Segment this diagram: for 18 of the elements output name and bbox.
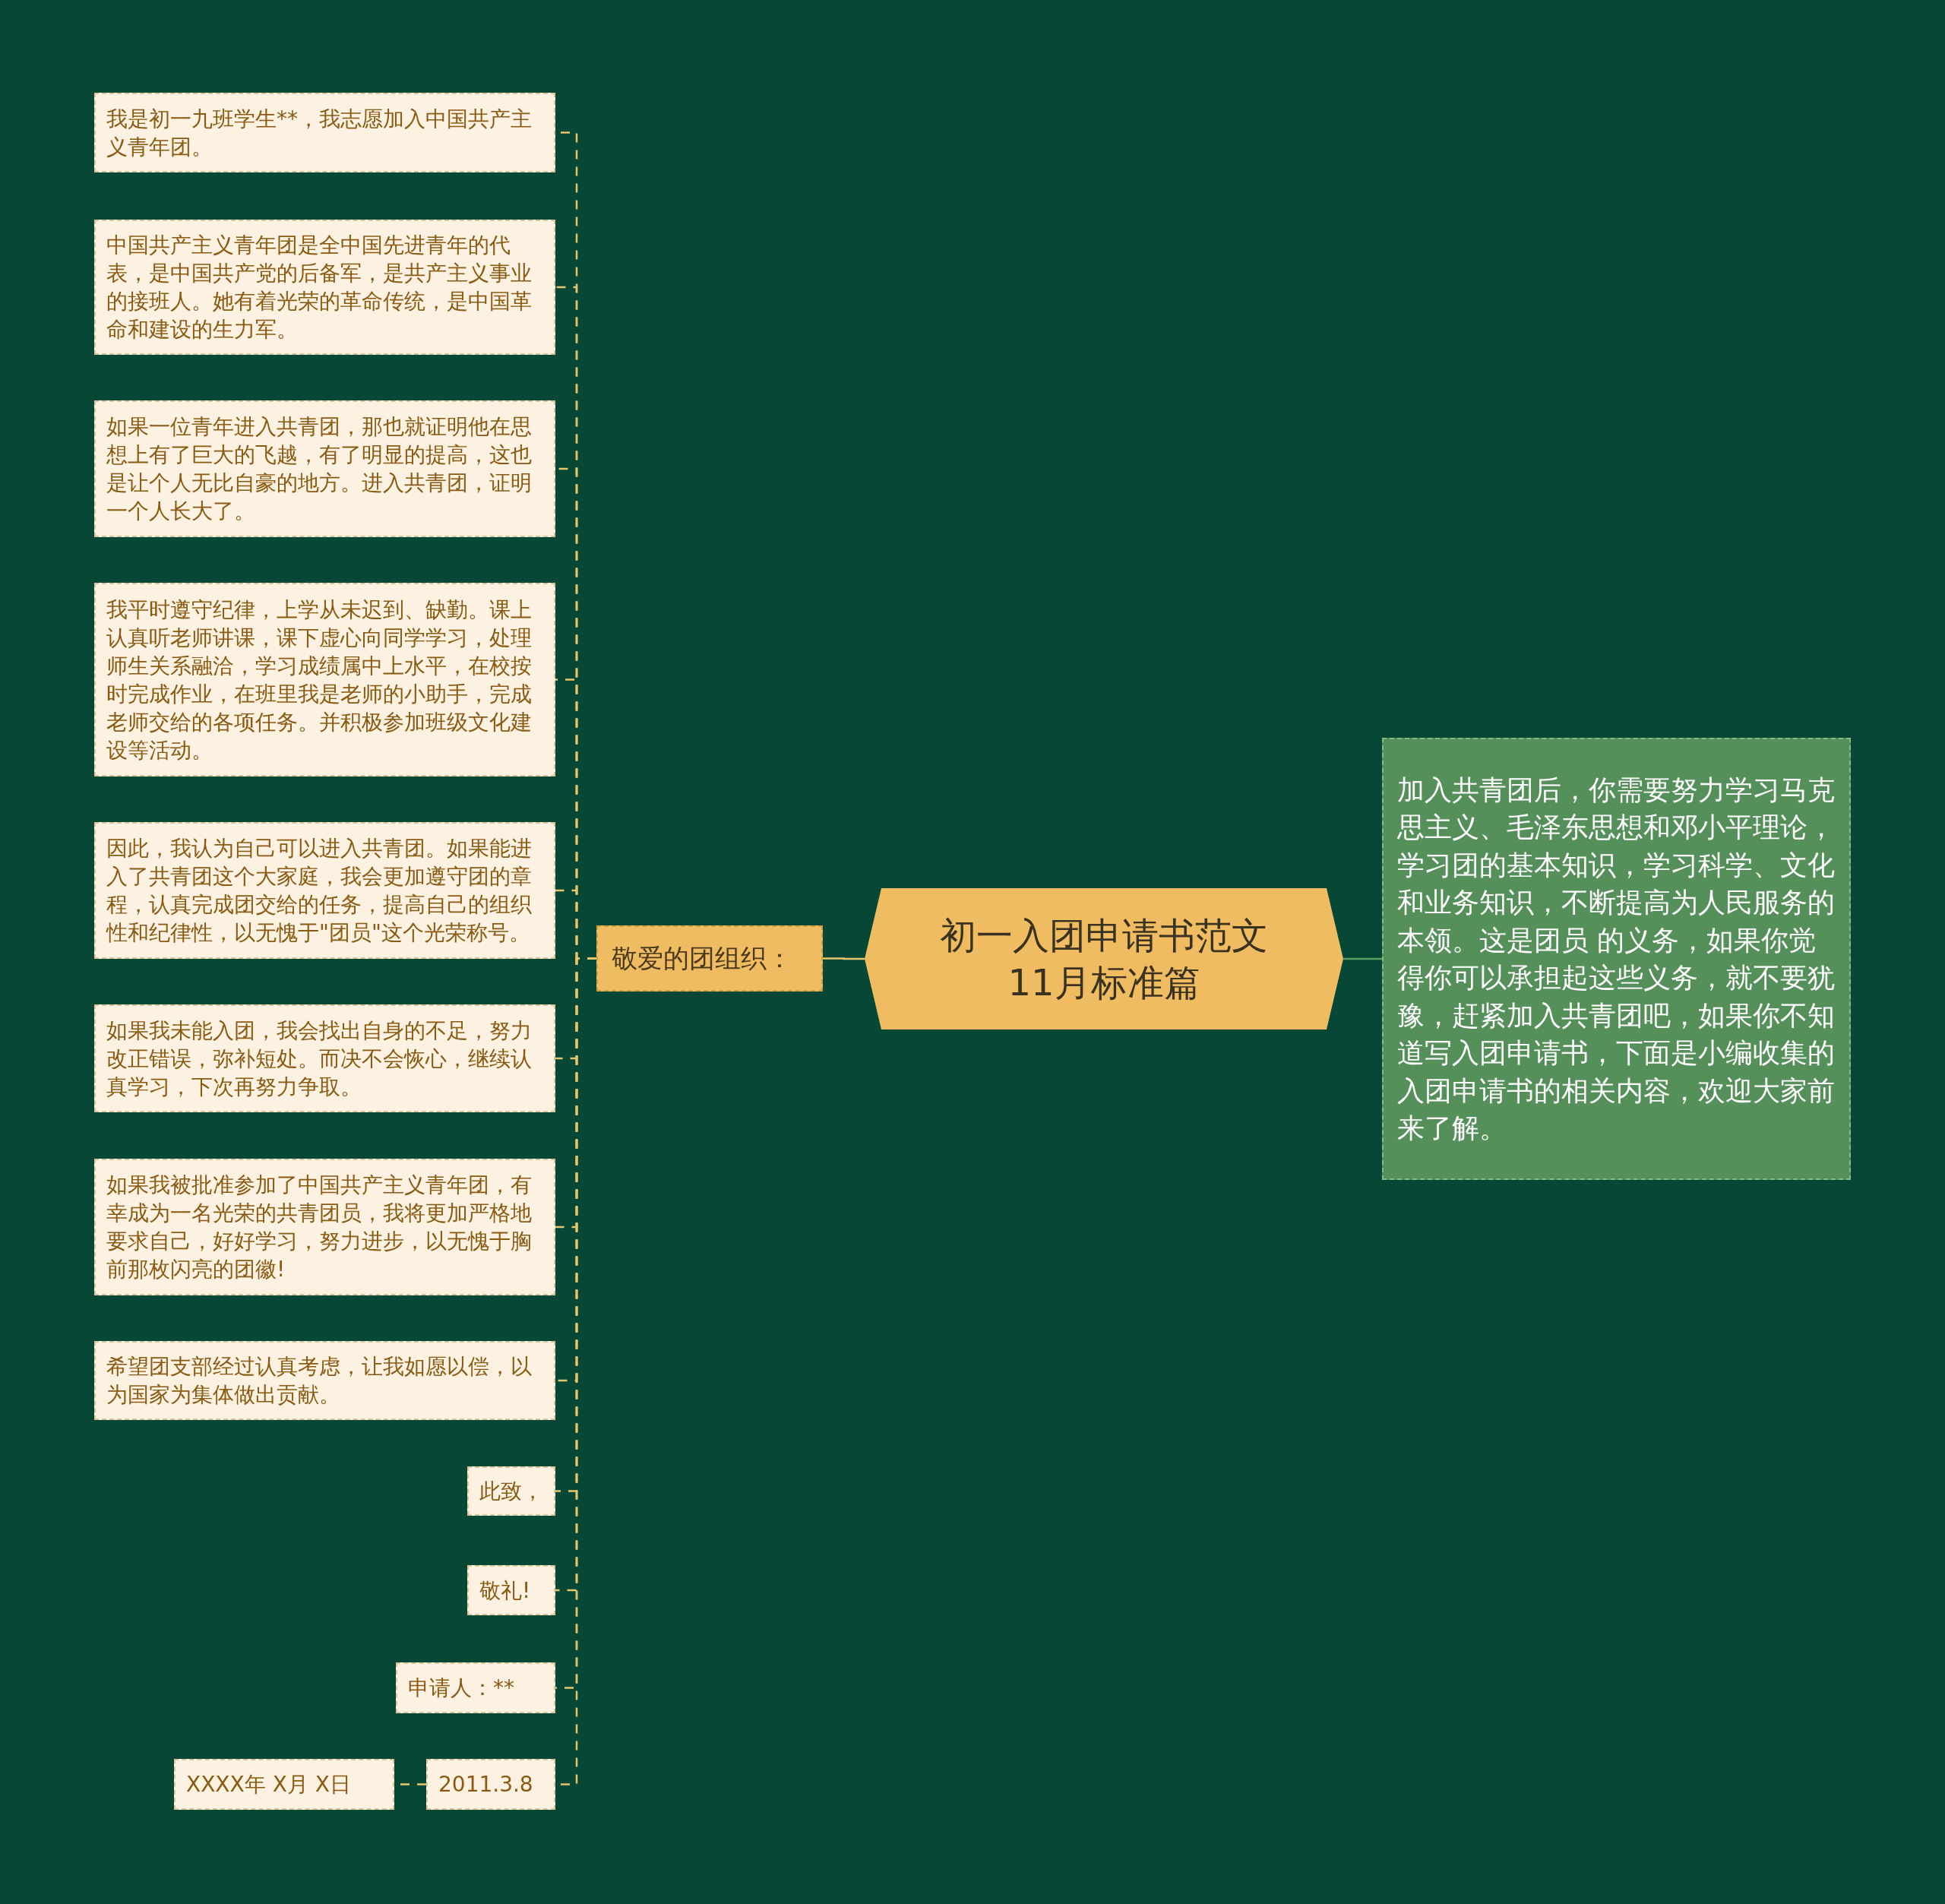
text-card: 敬礼! <box>467 1565 555 1615</box>
text-card: 如果我未能入团，我会找出自身的不足，努力改正错误，弥补短处。而决不会恢心，继续认真学习，下次再努力争取。 <box>94 1004 555 1112</box>
connector-line <box>823 957 865 960</box>
note-card: 加入共青团后，你需要努力学习马克思主义、毛泽东思想和邓小平理论，学习团的基本知识，学习科学、文化和业务知识，不断提高为人民服务的本领。这是团员 的义务，如果你觉得你可以承担起这些义务，就不要犹豫，赶紧加入共青团吧，如果你不知道写入团申请书，下面是小编收集的入团申请书的相关内容，欢迎大家前来了解。 <box>1382 738 1851 1180</box>
text-card: 此致， <box>467 1466 555 1516</box>
topic-box: 敬爱的团组织： <box>596 925 823 992</box>
text-card: 希望团支部经过认真考虑，让我如愿以偿，以为国家为集体做出贡献。 <box>94 1341 555 1420</box>
text-card: 中国共产主义青年团是全中国先进青年的代表，是中国共产党的后备军，是共产主义事业的接班人。她有着光荣的革命传统，是中国革命和建设的生力军。 <box>94 220 555 355</box>
text-card: 因此，我认为自己可以进入共青团。如果能进入了共青团这个大家庭，我会更加遵守团的章程，认真完成团交给的任务，提高自己的组织性和纪律性，以无愧于"团员"这个光荣称号。 <box>94 822 555 959</box>
text-card: 申请人：** <box>396 1662 555 1713</box>
text-card: 我平时遵守纪律，上学从未迟到、缺勤。课上认真听老师讲课，课下虚心向同学学习，处理师生关系融洽，学习成绩属中上水平，在校按时完成作业，在班里我是老师的小助手，完成老师交给的各项任务。并积极参加班级文化建设等活动。 <box>94 583 555 776</box>
text-card: 如果一位青年进入共青团，那也就证明他在思想上有了巨大的飞越，有了明显的提高，这也是让个人无比自豪的地方。进入共青团，证明一个人长大了。 <box>94 400 555 537</box>
text-card: 如果我被批准参加了中国共产主义青年团，有幸成为一名光荣的共青团员，我将更加严格地要求自己，好好学习，努力进步，以无愧于胸前那枚闪亮的团徽! <box>94 1159 555 1295</box>
text-card: XXXX年 X月 X日 <box>174 1759 394 1810</box>
text-card: 2011.3.8 <box>426 1759 555 1810</box>
title-hexagon: 初一入团申请书范文11月标准篇 <box>865 888 1343 1029</box>
connector-line <box>1343 957 1382 960</box>
text-card: 我是初一九班学生**，我志愿加入中国共产主义青年团。 <box>94 93 555 172</box>
